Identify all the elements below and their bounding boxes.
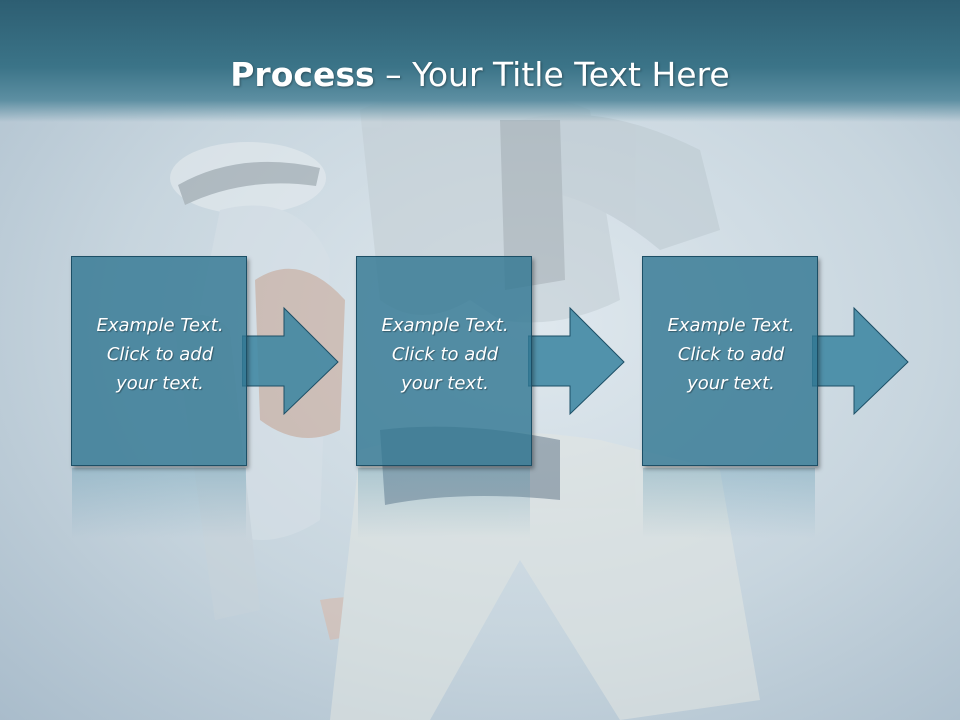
step-1-text: Example Text. Click to add your text. [96,315,224,394]
process-step-2[interactable]: Example Text. Click to add your text. [356,256,532,466]
arrow-right-icon [528,306,625,416]
arrow-right-icon [242,306,339,416]
step-3-reflection [643,468,815,538]
process-step-1[interactable]: Example Text. Click to add your text. [71,256,247,466]
step-1-reflection [72,468,246,538]
title-bold: Process [230,55,375,94]
slide-title[interactable]: Process – Your Title Text Here [0,52,960,98]
step-2-reflection [358,468,530,538]
title-dash: – [374,55,413,94]
arrow-right-icon [812,306,909,416]
title-rest: Your Title Text Here [412,55,730,94]
process-step-3[interactable]: Example Text. Click to add your text. [642,256,818,466]
step-3-text: Example Text. Click to add your text. [667,315,795,394]
title-bar [0,0,960,122]
step-2-text: Example Text. Click to add your text. [381,315,509,394]
